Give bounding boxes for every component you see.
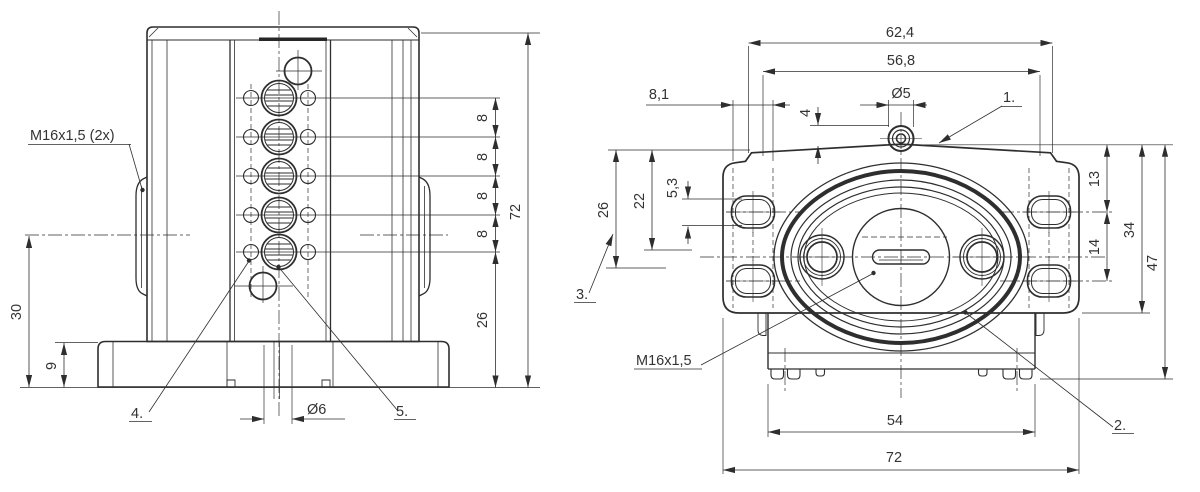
dim-left-outer: 26: [596, 202, 612, 218]
dim-left-inner: 22: [632, 193, 648, 209]
dim-inner-width: 56,8: [887, 53, 915, 69]
callout-item5: 5.: [396, 404, 408, 420]
fv-body-outline: [146, 26, 420, 343]
callout-item4: 4.: [131, 406, 143, 422]
sv-flange: [722, 143, 1080, 336]
sv-dimensions: 62,4 56,8 8,1 Ø5 4 26: [596, 25, 1173, 474]
fv-dimensions: 30 9 8 8 8 8 26 72 Ø6: [9, 32, 540, 424]
dim-boss-dia: Ø5: [891, 86, 910, 102]
sv-centerlines: [700, 112, 1115, 398]
fv-callouts: M16x1,5 (2x) 4. 5.: [28, 128, 416, 422]
dim-flange-width: 72: [886, 450, 902, 466]
fv-centerlines: [25, 11, 448, 418]
dim-hole-pitch: 14: [1087, 239, 1103, 255]
callout-item1: 1.: [1003, 90, 1015, 106]
dim-slot-height: 5,3: [665, 178, 681, 198]
dim-pitch-3: 8: [475, 192, 491, 200]
dim-pitch-2: 8: [475, 153, 491, 161]
fv-right-gland-boss: [418, 176, 431, 297]
callout-item2: 2.: [1114, 418, 1126, 434]
sv-base: [767, 313, 1036, 380]
fv-base-flange: [97, 340, 450, 399]
fv-bottom-plug: [235, 266, 293, 303]
dim-overall-width: 62,4: [886, 25, 914, 41]
dim-hole-dia: Ø6: [307, 402, 326, 418]
dim-base-height: 9: [44, 362, 60, 370]
callout-item3: 3.: [576, 287, 588, 303]
fv-top-plug: [276, 50, 322, 90]
dim-slot-length: 8,1: [649, 87, 669, 103]
dim-pitch-4: 8: [475, 230, 491, 238]
dim-total-height-sv: 47: [1145, 255, 1161, 271]
dim-base-width: 54: [887, 413, 903, 429]
dim-pitch-1: 8: [475, 114, 491, 122]
front-view: 30 9 8 8 8 8 26 72 Ø6 M16x1,5 (2x): [9, 11, 540, 424]
fv-row-centerlines: [236, 97, 500, 253]
dim-bottom-span: 26: [475, 312, 491, 328]
side-view: 62,4 56,8 8,1 Ø5 4 26: [574, 25, 1173, 474]
dim-boss-height: 4: [798, 109, 814, 117]
dim-flange-height: 34: [1122, 222, 1138, 238]
dim-center-height: 30: [9, 304, 25, 320]
sv-callouts: 1. 2. 3. M16x1,5: [574, 90, 1134, 434]
dim-hole-top: 13: [1087, 171, 1103, 187]
callout-thread: M16x1,5: [636, 353, 692, 369]
callout-gland-thread: M16x1,5 (2x): [30, 128, 115, 144]
dim-total-height: 72: [508, 204, 524, 220]
